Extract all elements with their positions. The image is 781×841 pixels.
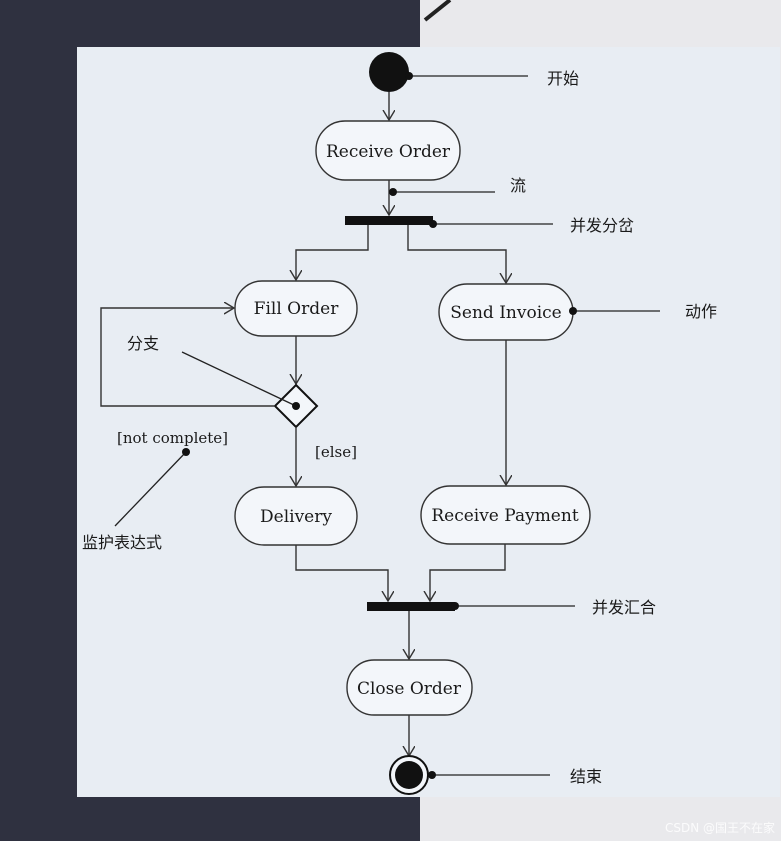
annotation-join: 并发汇合 — [592, 598, 656, 617]
annotation-flow: 流 — [510, 176, 526, 195]
flow-payment-to-join — [430, 544, 506, 601]
fork-bar — [345, 216, 433, 225]
flow-loop-not-complete — [100, 308, 275, 407]
end-node — [389, 755, 429, 795]
annotation-branch: 分支 — [127, 334, 159, 353]
corner-stroke — [423, 0, 452, 22]
action-receive-payment: Receive Payment — [420, 485, 591, 545]
flow-delivery-to-join — [295, 545, 388, 601]
action-fill-order: Fill Order — [234, 280, 358, 337]
guard-not-complete: [not complete] — [117, 429, 228, 447]
annotation-fork: 并发分岔 — [570, 216, 634, 235]
annotation-guard-expression: 监护表达式 — [82, 533, 162, 552]
guard-else: [else] — [315, 443, 357, 461]
watermark-text: CSDN @国王不在家 — [665, 820, 775, 835]
flow-fork-to-invoice — [407, 225, 506, 283]
receive-payment-label: Receive Payment — [431, 506, 578, 526]
annotation-end: 结束 — [570, 767, 602, 786]
start-node — [369, 52, 409, 92]
receive-order-label: Receive Order — [326, 142, 451, 162]
action-delivery: Delivery — [234, 486, 358, 546]
flow-fork-to-fill — [296, 225, 369, 280]
fill-order-label: Fill Order — [254, 299, 340, 319]
annotation-action: 动作 — [685, 302, 717, 321]
close-order-label: Close Order — [357, 679, 462, 699]
action-receive-order: Receive Order — [315, 120, 461, 181]
annotation-leaders — [114, 72, 660, 779]
action-close-order: Close Order — [346, 659, 473, 716]
annotation-start: 开始 — [547, 69, 579, 88]
action-send-invoice: Send Invoice — [438, 283, 574, 341]
send-invoice-label: Send Invoice — [450, 303, 561, 323]
join-bar — [367, 602, 455, 611]
delivery-label: Delivery — [260, 507, 332, 527]
